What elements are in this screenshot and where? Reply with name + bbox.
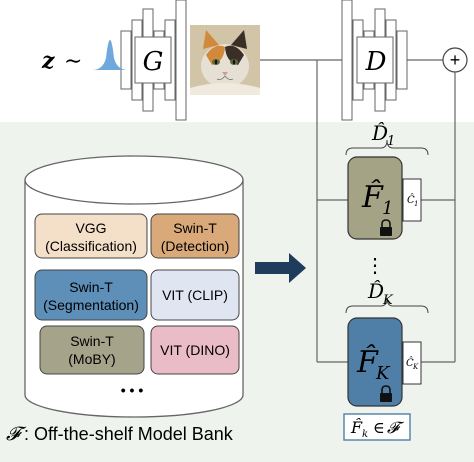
headK-lock-icon [380, 385, 392, 402]
generated-cat-image [190, 25, 260, 95]
headK-feature-extractor [347, 317, 403, 407]
noise-symbol: z [41, 48, 55, 74]
gaussian-distribution-icon [92, 40, 128, 70]
membership-lhs: F̂ [350, 418, 363, 437]
model-card-swin-moby: Swin-T (MoBY) [39, 325, 145, 375]
vertical-ellipsis: ⋮ [365, 255, 385, 277]
svg-text:(MoBY): (MoBY) [68, 351, 115, 367]
membership-box [343, 413, 411, 441]
transfer-arrow-icon [255, 253, 306, 283]
svg-text:VIT (CLIP): VIT (CLIP) [162, 287, 228, 303]
svg-text:Swin-T: Swin-T [70, 333, 114, 349]
head1-classifier-subscript: 1 [414, 200, 418, 208]
svg-text:VGG: VGG [75, 220, 106, 236]
head1-classifier [402, 178, 422, 222]
headK-classifier-label: Ĉ [406, 357, 414, 369]
model-bank-caption-text: : Off-the-shelf Model Bank [24, 424, 234, 444]
headK-classifier [402, 341, 422, 385]
head1-lock-icon [380, 219, 392, 236]
membership-operator: ∈ [373, 418, 385, 437]
head1-feature-label: F̂ [361, 180, 384, 215]
model-card-vgg: VGG (Classification) [34, 213, 148, 259]
tilde-symbol: ∼ [64, 49, 82, 74]
generator-block [120, 0, 187, 121]
head1-brace-label: D̂ [371, 121, 388, 145]
discriminator-block [341, 0, 408, 121]
headK-brace-subscript: K [382, 293, 394, 308]
head1-brace [345, 139, 429, 156]
model-bank-ellipsis: • • • [121, 382, 144, 398]
membership-subscript: k [362, 429, 368, 440]
svg-text:(Detection): (Detection) [161, 238, 229, 254]
svg-text:Swin-T: Swin-T [173, 220, 217, 236]
head1-feature-extractor [347, 156, 403, 240]
model-card-swin-detection: Swin-T (Detection) [150, 213, 240, 259]
headK-feature-subscript: K [375, 363, 391, 384]
discriminator-label: D [365, 47, 387, 77]
head1-brace-subscript: 1 [387, 134, 395, 149]
sum-symbol: + [450, 50, 461, 70]
svg-text:VIT (DINO): VIT (DINO) [160, 342, 230, 358]
generator-label: G [143, 47, 164, 77]
headK-brace-label: D̂ [367, 279, 384, 303]
model-card-vit-dino: VIT (DINO) [150, 325, 240, 375]
headK-feature-label: F̂ [356, 345, 379, 380]
headK-classifier-subscript: K [412, 363, 419, 371]
svg-text:(Classification): (Classification) [45, 238, 137, 254]
model-card-swin-segmentation: Swin-T (Segmentation) [34, 269, 148, 321]
svg-text:(Segmentation): (Segmentation) [43, 297, 139, 313]
model-card-vit-clip: VIT (CLIP) [150, 269, 240, 321]
svg-text:Swin-T: Swin-T [69, 279, 113, 295]
headK-brace [345, 297, 429, 314]
head1-classifier-label: Ĉ [407, 194, 415, 206]
head1-feature-subscript: 1 [382, 198, 393, 219]
